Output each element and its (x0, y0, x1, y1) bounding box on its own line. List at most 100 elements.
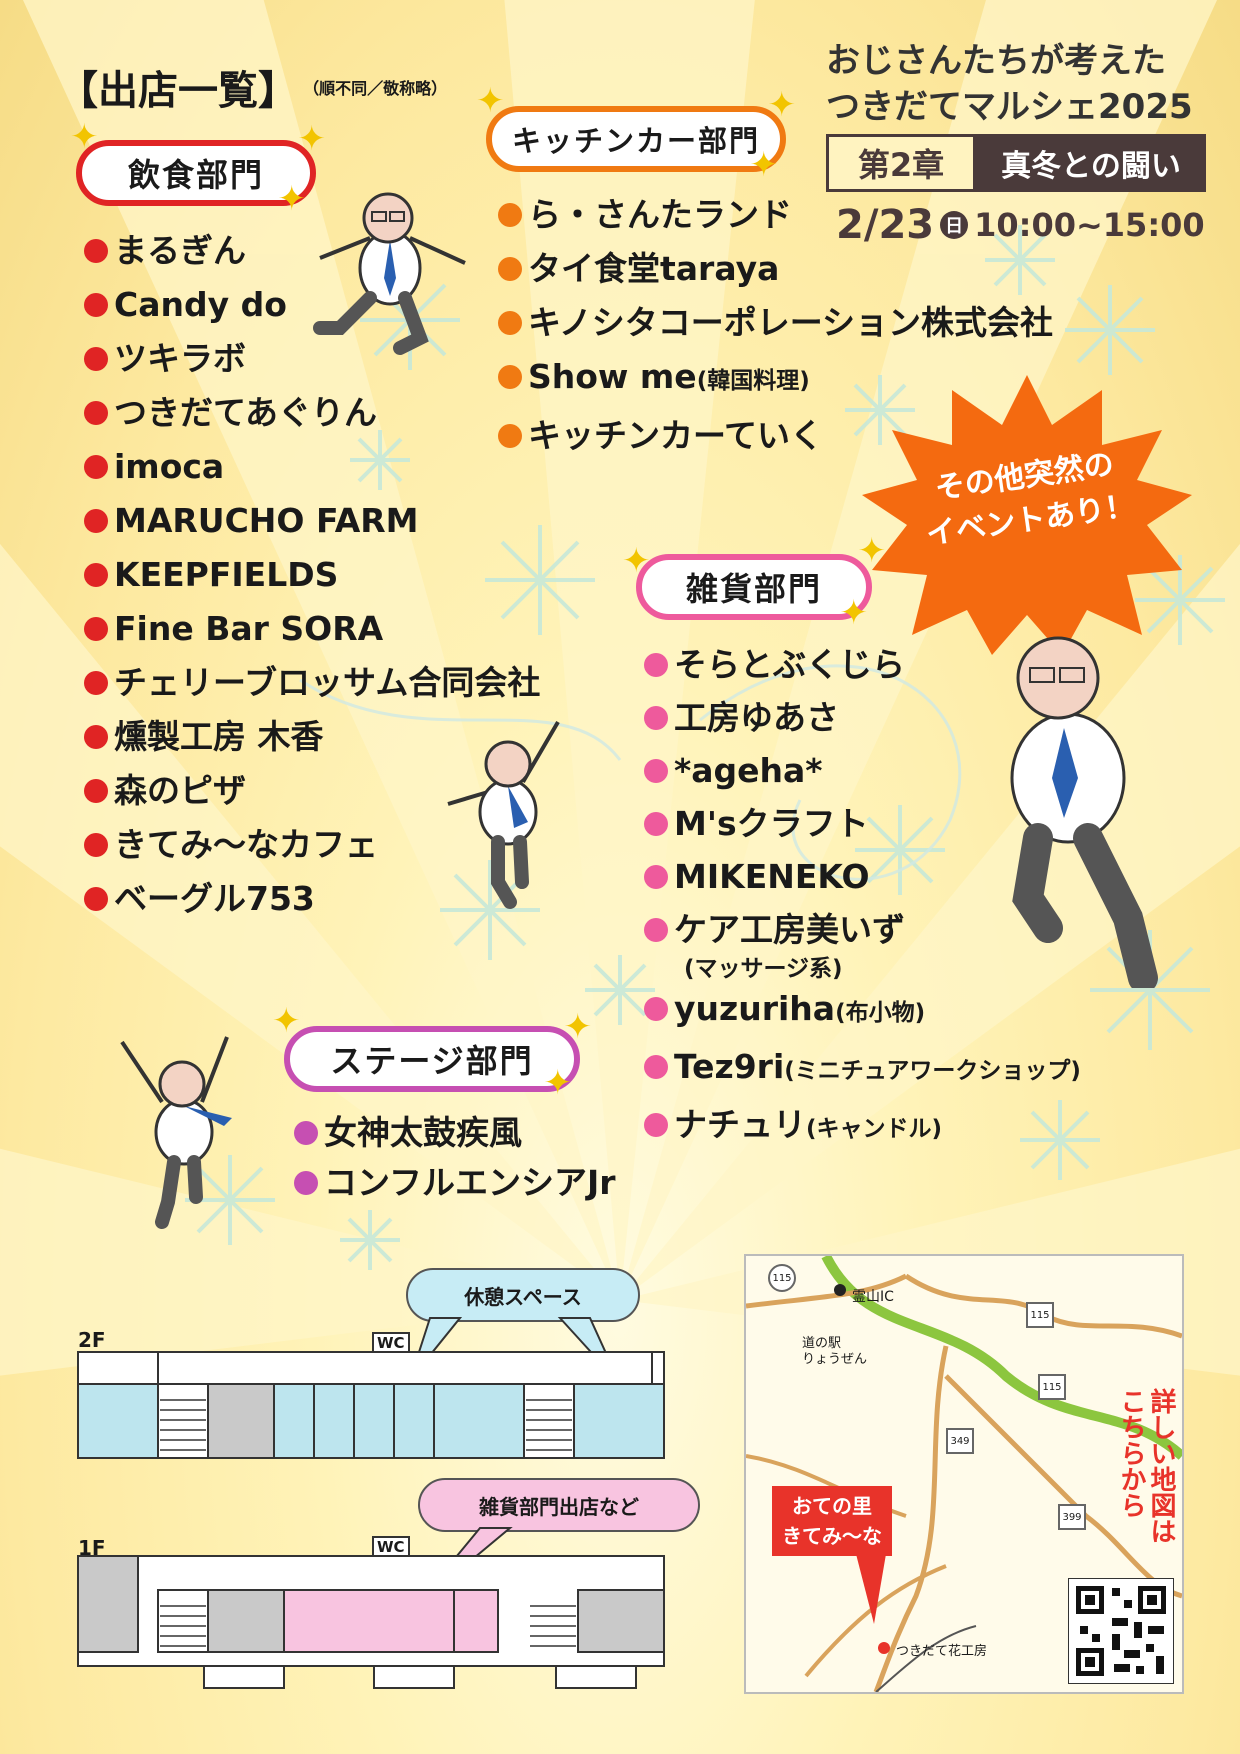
map-side-text: 詳しい地図は こちらから (1106, 1388, 1176, 1544)
vendor-name: Show me (528, 357, 697, 396)
bullet-dot-icon (84, 455, 108, 479)
bullet-dot-icon (294, 1171, 318, 1195)
sparkle-icon: ✦ (70, 117, 99, 157)
vendor-name: MARUCHO FARM (114, 501, 419, 540)
bullet-dot-icon (84, 239, 108, 263)
vendor-name: まるぎん (114, 231, 246, 270)
bullet-dot-icon (84, 887, 108, 911)
bullet-dot-icon (498, 257, 522, 281)
vendor-item: 女神太鼓疾風 (294, 1116, 616, 1149)
vendor-item: Candy do (84, 288, 540, 321)
sparkle-icon: ✦ (622, 541, 651, 581)
floor-plan-drawing (77, 1317, 665, 1689)
vendor-item: *ageha* (644, 754, 1081, 787)
vendor-name: imoca (114, 447, 225, 486)
vendor-name: ツキラボ (114, 339, 246, 378)
sparkle-icon: ✦ (839, 593, 869, 633)
event-title-line1: おじさんたちが考えた (826, 41, 1166, 81)
mascot-illustration (313, 192, 466, 355)
bullet-dot-icon (498, 311, 522, 335)
vendor-name: コンフルエンシアJr (324, 1163, 616, 1202)
map-ic-label: 霊山IC (852, 1289, 894, 1305)
route-115-marker: 115 (1026, 1302, 1054, 1328)
bullet-dot-icon (644, 918, 668, 942)
bullet-dot-icon (84, 401, 108, 425)
vendor-item: MIKENEKO (644, 860, 1081, 893)
vendor-item: ナチュリ(キャンドル) (644, 1108, 1081, 1146)
rest-space-label: 休憩スペース (464, 1284, 582, 1309)
vendor-note: (キャンドル) (806, 1116, 943, 1142)
bullet-dot-icon (644, 1055, 668, 1079)
callout-pointer (856, 1554, 886, 1624)
rest-space-callout: 休憩スペース (406, 1268, 640, 1322)
vendor-name: ベーグル753 (114, 879, 315, 918)
bullet-dot-icon (498, 203, 522, 227)
access-map: 霊山IC 道の駅 りょうぜん おての里 きてみ〜な つきだて花工房 115 11… (744, 1254, 1184, 1694)
vendor-name: キッチンカーていく (528, 416, 824, 455)
bullet-dot-icon (84, 671, 108, 695)
bullet-dot-icon (644, 997, 668, 1021)
vendor-item: チェリーブロッサム合同会社 (84, 666, 540, 699)
chapter-label: 第2章 (826, 134, 976, 192)
vendor-note: (布小物) (835, 1000, 926, 1026)
mascot-illustration (120, 1036, 232, 1229)
qr-code-icon[interactable] (1068, 1578, 1174, 1684)
vendor-name: つきだてあぐりん (114, 393, 378, 432)
vendor-subnote: (マッサージ系) (684, 956, 843, 982)
vendor-item: imoca (84, 450, 540, 483)
sparkle-icon: ✦ (272, 1001, 301, 1041)
vendor-name: yuzuriha (674, 989, 836, 1028)
bullet-dot-icon (498, 424, 522, 448)
bullet-dot-icon (644, 653, 668, 677)
event-date: 2/23 (836, 202, 935, 248)
sparkle-icon: ✦ (857, 531, 887, 571)
vendor-item: ら・さんたランド (498, 198, 1053, 231)
event-weekday: 日 (940, 211, 969, 239)
map-side-text-2: こちらから (1116, 1388, 1146, 1518)
vendor-item: つきだてあぐりん (84, 396, 540, 429)
vendor-item: きてみ〜なカフェ (84, 828, 540, 861)
sparkle-icon: ✦ (543, 1063, 573, 1103)
vendor-item: ベーグル753 (84, 882, 540, 915)
vendor-item: 森のピザ (84, 774, 540, 807)
vendor-item: 工房ゆあさ (644, 701, 1081, 734)
vendor-name: 女神太鼓疾風 (324, 1113, 522, 1152)
bullet-dot-icon (498, 365, 522, 389)
vendor-note: (ミニチュアワークショップ) (784, 1058, 1081, 1084)
stage-vendor-list: 女神太鼓疾風コンフルエンシアJr (294, 1116, 616, 1216)
bullet-dot-icon (644, 812, 668, 836)
mascot-illustration (1010, 636, 1158, 988)
bullet-dot-icon (84, 833, 108, 857)
vendor-name: Candy do (114, 285, 287, 324)
food-section-badge: 飲食部門 ✦ ✦ ✦ (70, 120, 326, 216)
sparkle-icon: ✦ (476, 81, 505, 121)
sparkle-icon: ✦ (563, 1007, 593, 1047)
mascot-illustration (447, 720, 560, 909)
goods-area-label: 雑貨部門出店など (479, 1494, 639, 1519)
vendor-note: (韓国料理) (696, 368, 810, 394)
vendor-item: そらとぶくじら (644, 648, 1081, 681)
vendor-item: Tez9ri(ミニチュアワークショップ) (644, 1050, 1081, 1088)
list-heading: 【出店一覧】 （順不同／敬称略） (58, 58, 447, 116)
vendor-name: MIKENEKO (674, 857, 870, 896)
map-destination-callout: おての里 きてみ〜な (772, 1486, 892, 1556)
event-title-block: おじさんたちが考えた つきだてマルシェ2025 (826, 38, 1216, 130)
vendor-name: 森のピザ (114, 771, 246, 810)
goods-section-badge: 雑貨部門 ✦ ✦ ✦ (622, 534, 886, 630)
kitchen-section-title: キッチンカー部門 (511, 124, 760, 158)
map-side-text-1: 詳しい地図は (1146, 1388, 1176, 1544)
vendor-name: チェリーブロッサム合同会社 (114, 663, 541, 702)
bullet-dot-icon (644, 706, 668, 730)
stage-section-title: ステージ部門 (330, 1042, 534, 1080)
vendor-name: キノシタコーポレーション株式会社 (528, 303, 1054, 342)
bullet-dot-icon (84, 563, 108, 587)
vendor-name: そらとぶくじら (674, 645, 905, 684)
vendor-item: 燻製工房 木香 (84, 720, 540, 753)
bullet-dot-icon (644, 759, 668, 783)
vendor-name: ナチュリ (674, 1105, 806, 1144)
map-callout-line1: おての里 (792, 1494, 872, 1518)
goods-section-title: 雑貨部門 (685, 570, 822, 608)
vendor-name: 工房ゆあさ (674, 698, 839, 737)
